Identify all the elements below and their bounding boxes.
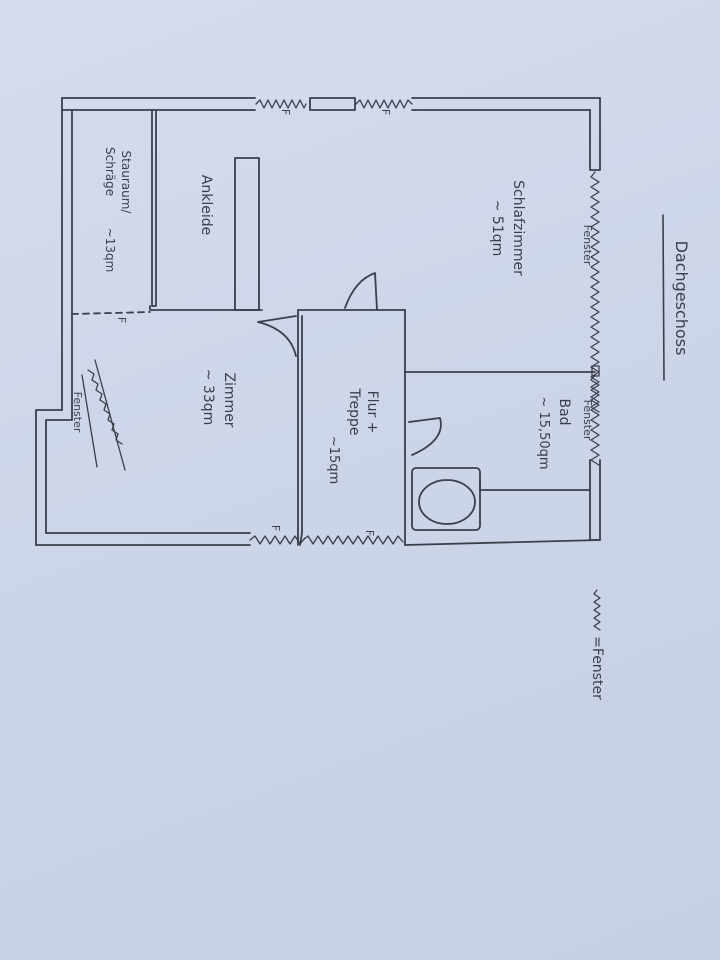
room-stauraum-name: Stauraum/ (119, 151, 133, 215)
room-zimmer-name: Zimmer (221, 372, 237, 427)
room-stauraum-area: ~13qm (103, 228, 117, 273)
door-bad-icon (408, 417, 442, 456)
mark-f: F (379, 109, 392, 115)
room-flur-name2: Treppe (346, 388, 362, 436)
window-zigzag-icon (249, 535, 306, 545)
door-schlafzimmer-icon (344, 272, 378, 311)
window-zigzag-icon (87, 369, 123, 445)
room-bad-area: ~ 15,50qm (536, 396, 551, 469)
window-label-1: Fenster (581, 225, 594, 266)
room-schlafzimmer-area: ~ 51qm (489, 200, 505, 257)
doors (257, 272, 442, 456)
bathtub-icon (411, 467, 481, 531)
room-flur-name: Flur + (364, 391, 380, 434)
door-zimmer-icon (257, 315, 297, 357)
room-flur-area: ~15qm (326, 436, 341, 484)
window-zigzag-icon (590, 374, 600, 466)
window-symbols (81, 99, 601, 631)
room-bad-name: Bad (556, 398, 572, 425)
window-label-2: Fenster (581, 400, 594, 441)
window-zigzag-icon (302, 535, 404, 545)
legend-label: =Fenster (589, 636, 605, 700)
window-zigzag-icon (593, 589, 601, 631)
plan-title: Dachgeschoss (672, 241, 691, 356)
title-underline (662, 214, 665, 381)
room-schlafzimmer-name: Schlafzimmer (510, 180, 526, 276)
outer-walls (35, 97, 601, 546)
mark-f: F (115, 317, 128, 323)
mark-f: F (363, 530, 376, 536)
room-stauraum-name2: Schräge (103, 147, 117, 196)
window-zigzag-icon (355, 99, 413, 109)
room-ankleide-name: Ankleide (198, 175, 214, 235)
window-label-3: Fenster (71, 392, 84, 433)
window-zigzag-icon (255, 99, 307, 109)
mark-f: F (279, 109, 292, 115)
room-zimmer-area: ~ 33qm (200, 369, 216, 426)
mark-f: F (269, 525, 282, 531)
